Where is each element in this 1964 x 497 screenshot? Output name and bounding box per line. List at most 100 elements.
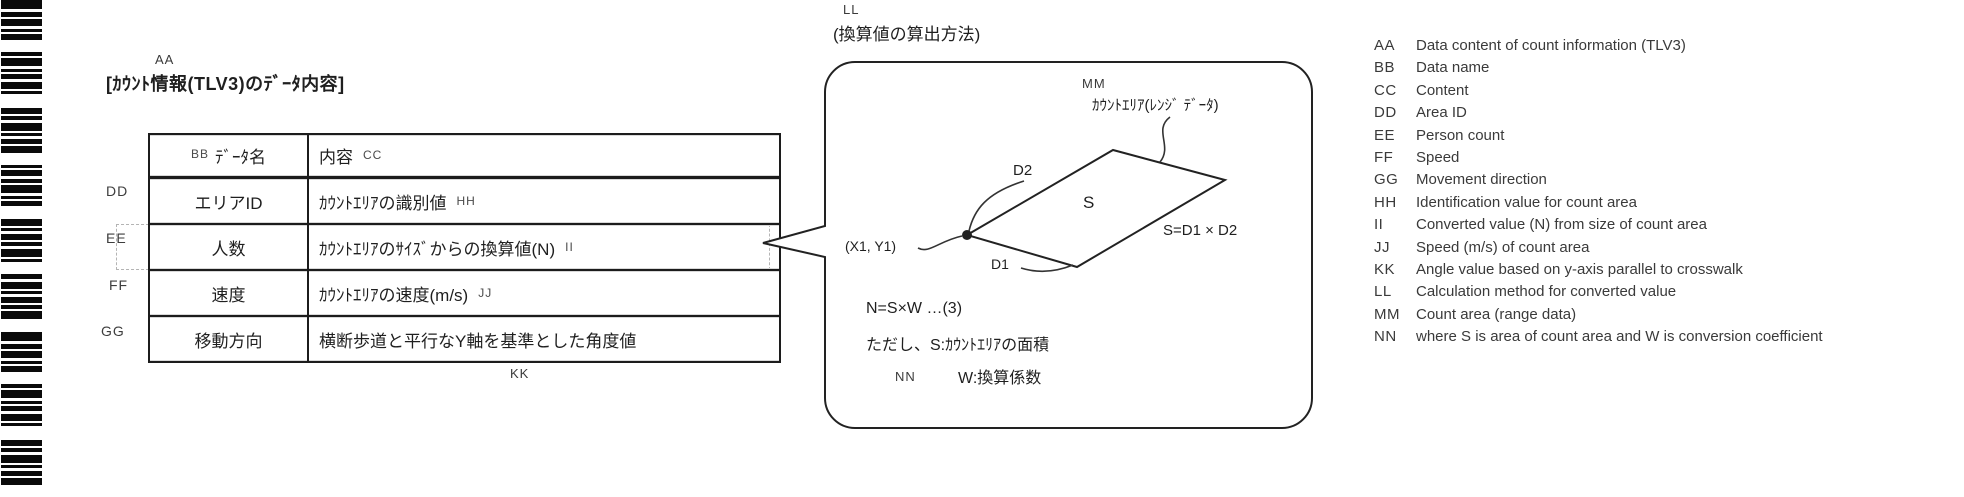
cell-area-id-content: ｶｳﾝﾄｴﾘｱの識別値 HH: [307, 176, 781, 225]
barcode-bar: [1, 414, 42, 421]
barcode-bar: [1, 82, 42, 89]
area-ref-mm: MM: [1082, 76, 1106, 91]
barcode-bar: [1, 455, 42, 463]
barcode-bar: [1, 471, 42, 476]
cell-speed: 速度: [148, 269, 309, 317]
legend-text: Identification value for count area: [1416, 193, 1637, 211]
barcode-bar: [1, 282, 42, 289]
legend-item: JJ Speed (m/s) of count area: [1374, 238, 1823, 260]
cell-direction-content: 横断歩道と平行なY軸を基準とした角度値: [307, 315, 781, 363]
callout-title: (換算値の算出方法): [833, 25, 981, 44]
barcode-bar: [1, 259, 42, 262]
d2-label: D2: [1013, 162, 1033, 179]
legend-text: Data name: [1416, 59, 1490, 77]
barcode-bar: [1, 196, 42, 199]
legend-text: Converted value (N) from size of count a…: [1416, 216, 1707, 234]
legend-text: Count area (range data): [1416, 305, 1577, 323]
row-ref-ee: EE: [106, 230, 127, 246]
conversion-method-diagram: [762, 61, 1313, 429]
barcode-bar: [1, 139, 42, 144]
barcode-bar: [1, 108, 42, 114]
row-ref-gg: GG: [101, 323, 125, 339]
legend-code: LL: [1374, 283, 1392, 301]
cell-text: 横断歩道と平行なY軸を基準とした角度値: [319, 331, 637, 351]
barcode-bar: [1, 465, 42, 468]
header-label-content: 内容: [319, 148, 353, 167]
cell-person-count-content: ｶｳﾝﾄｴﾘｱのｻｲｽﾞからの換算値(N)II: [307, 223, 781, 271]
barcode-bar: [1, 332, 42, 341]
barcode-bar: [1, 401, 42, 404]
d1-label: D1: [991, 256, 1009, 272]
formula-condition-w: W:換算係数: [958, 370, 1042, 387]
legend-text: Data content of count information (TLV3): [1416, 37, 1686, 54]
header-label-name: ﾃﾞｰﾀ名: [215, 148, 266, 167]
figure-title: [ｶｳﾝﾄ情報(TLV3)のﾃﾞｰﾀ内容]: [106, 74, 345, 94]
barcode-bar: [1, 146, 42, 153]
barcode-bar: [1, 249, 42, 257]
figure-title-ref: AA: [155, 52, 175, 67]
barcode-bar: [1, 390, 42, 398]
legend-text: Movement direction: [1416, 171, 1547, 189]
row-ref-dd: DD: [106, 183, 129, 199]
legend-item: HH Identification value for count area: [1374, 193, 1823, 215]
barcode-bar: [1, 228, 42, 231]
barcode-bar: [1, 179, 42, 183]
cell-text: ｶｳﾝﾄｴﾘｱの識別値: [319, 193, 447, 213]
barcode-bar: [1, 311, 42, 319]
legend-code: JJ: [1374, 238, 1390, 256]
header-ref-cc: CC: [363, 148, 383, 162]
table-ref-kk: KK: [510, 366, 530, 381]
point-leader-line: [917, 235, 963, 251]
table-row: 人数 ｶｳﾝﾄｴﾘｱのｻｲｽﾞからの換算値(N)II: [148, 223, 781, 271]
count-area-parallelogram: [964, 148, 1228, 269]
barcode-bar: [1, 305, 42, 309]
point-coordinates-label: (X1, Y1): [845, 238, 897, 254]
formula-condition-s: ただし、S:ｶｳﾝﾄｴﾘｱの面積: [866, 337, 1050, 354]
cell-ref-ii: II: [565, 239, 574, 254]
cell-text: ｶｳﾝﾄｴﾘｱの速度(m/s): [319, 285, 469, 305]
callout-ref-ll: LL: [843, 2, 860, 17]
barcode-bar: [1, 384, 42, 388]
barcode-bar: [1, 351, 42, 358]
table-row: 移動方向 横断歩道と平行なY軸を基準とした角度値: [148, 315, 781, 363]
legend-text: Content: [1416, 81, 1469, 99]
barcode-bar: [1, 361, 42, 364]
row-ref-ff: FF: [109, 277, 129, 293]
barcode-bar: [1, 52, 42, 56]
barcode-bar: [1, 69, 42, 72]
barcode-bar: [1, 478, 42, 485]
barcode-bar: [1, 448, 42, 452]
legend-text: Area ID: [1416, 104, 1467, 122]
barcode-bar: [1, 440, 42, 446]
cell-ref-hh: HH: [456, 193, 476, 208]
cell-ref-jj: JJ: [478, 285, 493, 300]
s-label: S: [1083, 193, 1095, 212]
barcode-bar: [1, 219, 42, 226]
d1-leader-line: [1020, 264, 1074, 273]
legend-text: Speed (m/s) of count area: [1416, 238, 1590, 256]
legend-item: DD Area ID: [1374, 103, 1823, 125]
count-area-label: ｶｳﾝﾄｴﾘｱ(ﾚﾝｼﾞ ﾃﾞｰﾀ): [1092, 97, 1219, 114]
barcode-bar: [1, 19, 42, 26]
cell-speed-content: ｶｳﾝﾄｴﾘｱの速度(m/s) JJ: [307, 269, 781, 317]
d2-leader-line: [968, 180, 1025, 232]
legend-code: BB: [1374, 59, 1396, 77]
barcode-bar: [1, 423, 42, 426]
barcode-bar: [1, 74, 42, 79]
legend-code: NN: [1374, 328, 1397, 346]
formula-ref-nn: NN: [895, 369, 916, 384]
legend-code: HH: [1374, 193, 1397, 211]
table-row: 速度 ｶｳﾝﾄｴﾘｱの速度(m/s) JJ: [148, 269, 781, 317]
barcode-bar: [1, 242, 42, 246]
cell-area-id: エリアID: [148, 176, 309, 225]
legend-text: Person count: [1416, 126, 1505, 144]
header-cell-content: 内容 CC: [307, 133, 781, 179]
legend-code: DD: [1374, 104, 1397, 122]
